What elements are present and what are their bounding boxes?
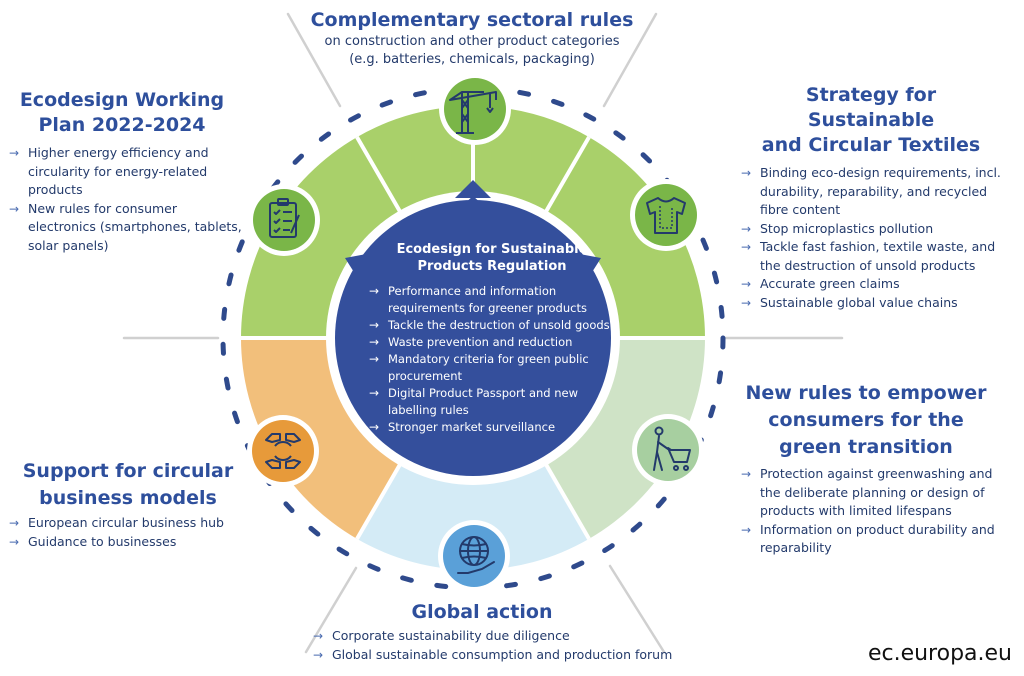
list-item: European circular business hub bbox=[8, 514, 258, 533]
ecodesign-plan-list: Higher energy efficiency and circularity… bbox=[8, 144, 244, 255]
center-pointer bbox=[455, 180, 491, 198]
divider-line-top-left bbox=[286, 12, 342, 108]
list-item: Tackle fast fashion, textile waste, and … bbox=[740, 238, 1016, 275]
list-item: Corporate sustainability due diligence bbox=[312, 627, 702, 646]
source-credit: ec.europa.eu bbox=[867, 641, 1012, 666]
title-line: consumers for the bbox=[768, 409, 964, 431]
list-item: Mandatory criteria for green public proc… bbox=[368, 351, 616, 385]
circular-hands-icon bbox=[247, 415, 319, 487]
global-action-list: Corporate sustainability due diligence G… bbox=[312, 627, 702, 664]
sectoral-rules-title: Complementary sectoral rules bbox=[310, 9, 634, 31]
circular-business-list: European circular business hub Guidance … bbox=[8, 514, 258, 551]
list-item: Information on product durability and re… bbox=[740, 521, 1002, 558]
ring-segment-lower-left bbox=[241, 338, 417, 539]
list-item: Binding eco-design requirements, incl. d… bbox=[740, 164, 1016, 220]
global-action-title: Global action bbox=[411, 601, 553, 623]
circular-business-title: Support for circular business models bbox=[8, 458, 248, 512]
list-item: New rules for consumer electronics (smar… bbox=[8, 200, 244, 256]
sectoral-rules-subtitle-1: on construction and other product catego… bbox=[324, 34, 620, 49]
title-line: Plan 2022-2024 bbox=[38, 114, 206, 136]
list-item: Stop microplastics pollution bbox=[740, 220, 1016, 239]
divider-line-top-right bbox=[602, 12, 658, 108]
global-action-block: Global action Corporate sustainability d… bbox=[312, 600, 702, 664]
title-line: Support for circular bbox=[22, 460, 234, 482]
list-item: Digital Product Passport and new labelli… bbox=[368, 385, 616, 419]
consumers-block: New rules to empower consumers for the g… bbox=[740, 380, 1002, 558]
tshirt-icon bbox=[630, 179, 702, 251]
list-item: Waste prevention and reduction bbox=[368, 334, 616, 351]
list-item: Performance and information requirements… bbox=[368, 283, 616, 317]
list-item: Sustainable global value chains bbox=[740, 294, 1016, 313]
center-panel: Ecodesign for Sustainable Products Regul… bbox=[368, 241, 616, 436]
shopping-cart-person-icon bbox=[632, 414, 704, 486]
list-item: Guidance to businesses bbox=[8, 533, 258, 552]
ecodesign-plan-block: Ecodesign Working Plan 2022-2024 Higher … bbox=[8, 88, 244, 255]
center-list: Performance and information requirements… bbox=[368, 283, 616, 436]
clipboard-checklist-icon bbox=[248, 184, 320, 256]
list-item: Accurate green claims bbox=[740, 275, 1016, 294]
list-item: Protection against greenwashing and the … bbox=[740, 465, 1002, 521]
icon-badges bbox=[247, 73, 704, 592]
list-item: Tackle the destruction of unsold goods bbox=[368, 317, 616, 334]
title-line: and Circular Textiles bbox=[761, 134, 981, 156]
title-line: New rules to empower bbox=[745, 382, 987, 404]
title-line: Ecodesign Working bbox=[19, 89, 225, 111]
ring-segment-lower-right bbox=[529, 338, 705, 539]
textiles-block: Strategy for Sustainable and Circular Te… bbox=[740, 83, 1016, 312]
crane-icon bbox=[439, 73, 511, 145]
textiles-title: Strategy for Sustainable and Circular Te… bbox=[740, 83, 1002, 158]
ecodesign-plan-title: Ecodesign Working Plan 2022-2024 bbox=[8, 88, 236, 138]
title-line: business models bbox=[39, 487, 217, 509]
title-line: Strategy for Sustainable bbox=[805, 84, 937, 131]
list-item: Higher energy efficiency and circularity… bbox=[8, 144, 244, 200]
consumers-title: New rules to empower consumers for the g… bbox=[740, 380, 992, 461]
ring-segment-upper-left bbox=[241, 137, 417, 338]
globe-hand-icon bbox=[438, 520, 510, 592]
divider-lines bbox=[122, 12, 844, 654]
circular-business-block: Support for circular business models Eur… bbox=[8, 458, 258, 551]
list-item: Stronger market surveillance bbox=[368, 419, 616, 436]
sectoral-rules-block: Complementary sectoral rules on construc… bbox=[262, 8, 682, 69]
ring-segment-upper-right bbox=[529, 137, 705, 338]
list-item: Global sustainable consumption and produ… bbox=[312, 646, 702, 665]
center-title: Ecodesign for Sustainable Products Regul… bbox=[396, 242, 588, 274]
textiles-list: Binding eco-design requirements, incl. d… bbox=[740, 164, 1016, 312]
consumers-list: Protection against greenwashing and the … bbox=[740, 465, 1002, 558]
sectoral-rules-subtitle-2: (e.g. batteries, chemicals, packaging) bbox=[349, 52, 595, 67]
title-line: green transition bbox=[779, 436, 953, 458]
